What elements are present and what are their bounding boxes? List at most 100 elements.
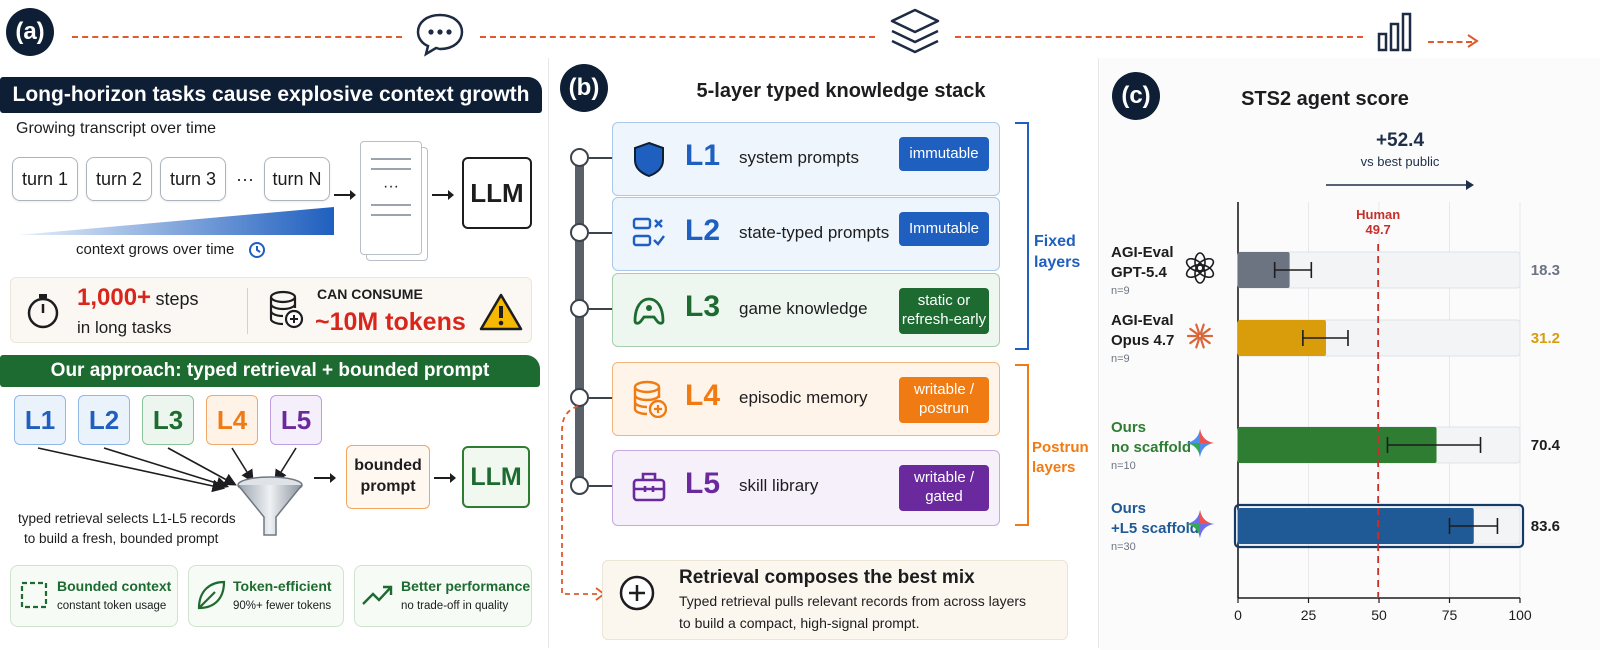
retrieval-caption-1: typed retrieval selects L1-L5 records — [18, 511, 236, 526]
layer-tag: immutable — [899, 137, 989, 171]
gain-sub: vs best public — [1360, 154, 1440, 169]
arrow-icon — [432, 190, 454, 200]
top-dash-1 — [72, 36, 402, 38]
checklist-icon — [632, 217, 665, 247]
shield-icon — [634, 141, 664, 178]
toolbox-icon — [632, 472, 666, 502]
gamepad-icon — [633, 297, 665, 325]
stack-link — [589, 485, 612, 487]
layer-name: state-typed prompts — [739, 223, 890, 242]
stack-node — [570, 299, 589, 318]
panel-c-badge: (c) — [1112, 72, 1160, 120]
stack-node — [570, 476, 589, 495]
postrun-label: Postrun layers — [1032, 439, 1089, 476]
fixed-bracket — [1015, 122, 1029, 350]
layer-id: L1 — [685, 139, 721, 172]
funnel-icon — [237, 476, 303, 536]
database-plus-icon — [269, 290, 304, 329]
panel-a-badge: (a) — [6, 8, 54, 56]
layer-id: L4 — [685, 379, 721, 412]
feature-sub: no trade-off in quality — [401, 600, 509, 612]
transcript-label: Growing transcript over time — [16, 120, 217, 137]
layer-chip-l3: L3 — [142, 395, 194, 445]
top-dash-2 — [480, 36, 875, 38]
layers-icon — [890, 8, 940, 54]
grows-label: context grows over time — [76, 241, 235, 258]
layer-name: episodic memory — [739, 388, 868, 407]
database-plus-icon — [633, 380, 667, 418]
bar-chart-icon — [1377, 12, 1412, 52]
gain-arrow — [1326, 180, 1474, 190]
panel-b-badge: (b) — [560, 64, 608, 112]
layer-tag: static or refresh-early — [899, 288, 989, 334]
turn-chip: turn 2 — [86, 157, 152, 201]
warning-icon — [479, 293, 523, 331]
feature-sub: 90%+ fewer tokens — [233, 600, 332, 612]
layer-tag: Immutable — [899, 212, 989, 246]
stats-box: 1,000+ steps in long tasks CAN CONSUME ~… — [10, 277, 532, 343]
tokens-value: ~10M tokens — [315, 308, 466, 336]
panel-a-banner: Long-horizon tasks cause explosive conte… — [0, 77, 542, 113]
clock-icon — [249, 242, 265, 258]
stack-link — [589, 232, 612, 234]
doc-stack: ··· — [360, 141, 422, 255]
feature-title: Bounded context — [57, 578, 172, 594]
steps-sub: in long tasks — [77, 318, 172, 337]
stack-node — [570, 223, 589, 242]
layer-tag: writable / gated — [899, 465, 989, 511]
steps-text: steps — [155, 289, 199, 309]
arrow-icon — [314, 473, 336, 483]
bounded-prompt-box: bounded prompt — [346, 445, 430, 509]
top-arrow-head — [1467, 34, 1479, 48]
arrow-icon — [334, 190, 356, 200]
layer-card-l1: L1 system prompts immutable — [612, 122, 1000, 196]
steps-value: 1,000+ — [77, 284, 152, 311]
retrieval-caption-2: to build a fresh, bounded prompt — [24, 531, 219, 546]
chat-bubble-icon — [416, 13, 464, 57]
panel-a: Long-horizon tasks cause explosive conte… — [0, 75, 545, 645]
feature-bounded-context: Bounded context constant token usage — [10, 565, 178, 627]
leaf-icon — [197, 580, 226, 610]
layer-name: system prompts — [739, 148, 859, 167]
divider-ab — [548, 58, 549, 648]
stopwatch-icon — [27, 294, 59, 329]
stack-link — [589, 308, 612, 310]
stack-node — [570, 148, 589, 167]
retrieval-title: Retrieval composes the best mix — [679, 567, 975, 588]
layer-chip-l5: L5 — [270, 395, 322, 445]
context-growth-wedge — [18, 207, 334, 235]
trend-up-icon — [362, 585, 393, 605]
stack-node — [570, 388, 589, 407]
top-dash-3 — [955, 36, 1363, 38]
stack-spine — [575, 155, 584, 489]
llm-box-2: LLM — [462, 446, 530, 508]
fixed-label: Fixed layers — [1034, 233, 1081, 271]
plus-circle-icon — [619, 575, 655, 611]
turn-chip: turn 1 — [12, 157, 78, 201]
top-dash-4 — [1428, 41, 1472, 43]
feature-better-performance: Better performance no trade-off in quali… — [354, 565, 532, 627]
stack-link — [589, 157, 612, 159]
layer-chip-l4: L4 — [206, 395, 258, 445]
retrieval-text: Typed retrieval pulls relevant records f… — [679, 593, 1027, 609]
chart-title: STS2 agent score — [1241, 88, 1409, 110]
layer-chip-l1: L1 — [14, 395, 66, 445]
retrieval-box: Retrieval composes the best mix Typed re… — [602, 560, 1068, 640]
retrieval-text: to build a compact, high-signal prompt. — [679, 615, 920, 631]
feature-sub: constant token usage — [57, 600, 167, 612]
feature-token-efficient: Token-efficient 90%+ fewer tokens — [188, 565, 344, 627]
divider-bc — [1098, 58, 1099, 648]
postrun-bracket — [1015, 364, 1029, 526]
layer-chip-l2: L2 — [78, 395, 130, 445]
turn-chip: turn 3 — [160, 157, 226, 201]
dashed-square-icon — [20, 581, 48, 609]
panel-b-title: 5-layer typed knowledge stack — [696, 80, 986, 102]
stack-link — [589, 397, 612, 399]
llm-box: LLM — [462, 157, 532, 229]
gain-annotation: +52.4 — [1375, 130, 1425, 151]
approach-banner: Our approach: typed retrieval + bounded … — [0, 355, 540, 387]
feature-title: Better performance — [401, 578, 531, 594]
layer-name: skill library — [739, 476, 819, 495]
